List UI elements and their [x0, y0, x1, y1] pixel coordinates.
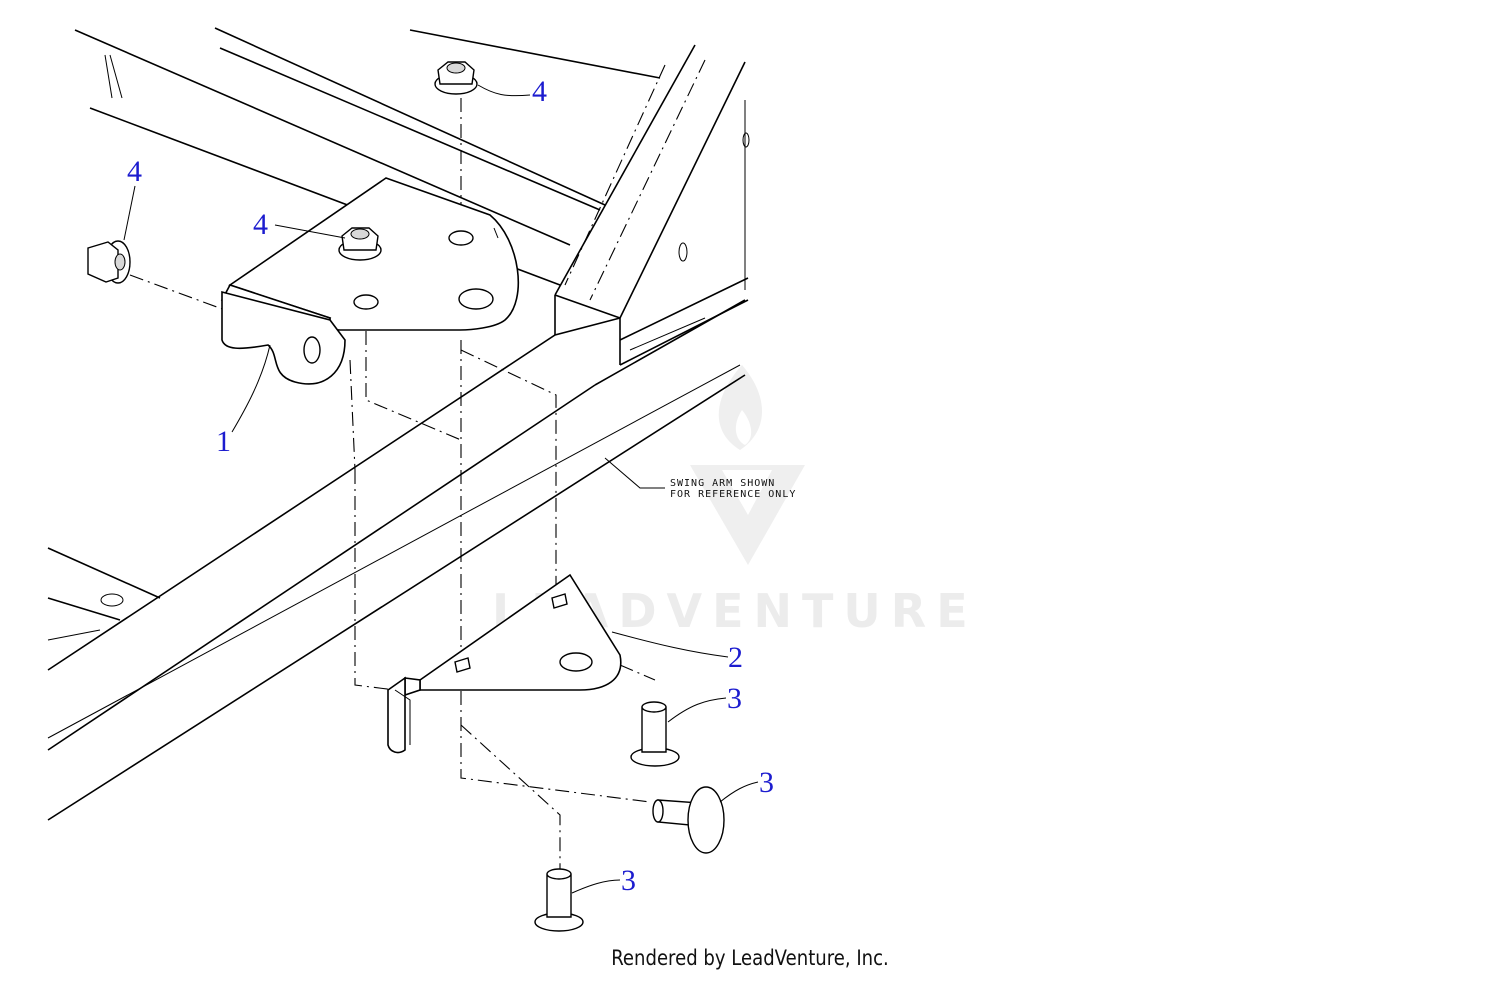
flange-nut-bracket: [338, 227, 382, 261]
callout-bolt-bottom: 3: [621, 864, 636, 897]
reference-note-line1: SWING ARM SHOWN: [670, 478, 775, 489]
footer-credit: Rendered by LeadVenture, Inc.: [611, 946, 889, 970]
callout-nut-top: 4: [532, 75, 547, 108]
leadventure-watermark-logo: [690, 365, 805, 565]
carriage-bolt-middle: [652, 786, 725, 854]
callout-bracket-upper: 1: [216, 425, 231, 458]
lower-bracket-part: [387, 573, 622, 754]
carriage-bolt-right: [630, 701, 680, 767]
assembly-center-lines: [129, 98, 656, 870]
flange-nut-top: [434, 61, 478, 95]
leader-lines: [123, 84, 759, 894]
reference-note-line2: FOR REFERENCE ONLY: [670, 489, 796, 500]
callout-bolt-right: 3: [727, 682, 742, 715]
vertical-tube: [554, 44, 750, 366]
swing-arm-rail: [47, 299, 746, 821]
callout-nut-bracket: 4: [253, 208, 268, 241]
flange-nut-left: [87, 240, 131, 284]
carriage-bolt-bottom: [534, 868, 584, 932]
callout-bolt-middle: 3: [759, 766, 774, 799]
upper-frame-rail: [74, 27, 661, 286]
callout-nut-left: 4: [127, 155, 142, 188]
callout-bracket-lower: 2: [728, 641, 743, 674]
